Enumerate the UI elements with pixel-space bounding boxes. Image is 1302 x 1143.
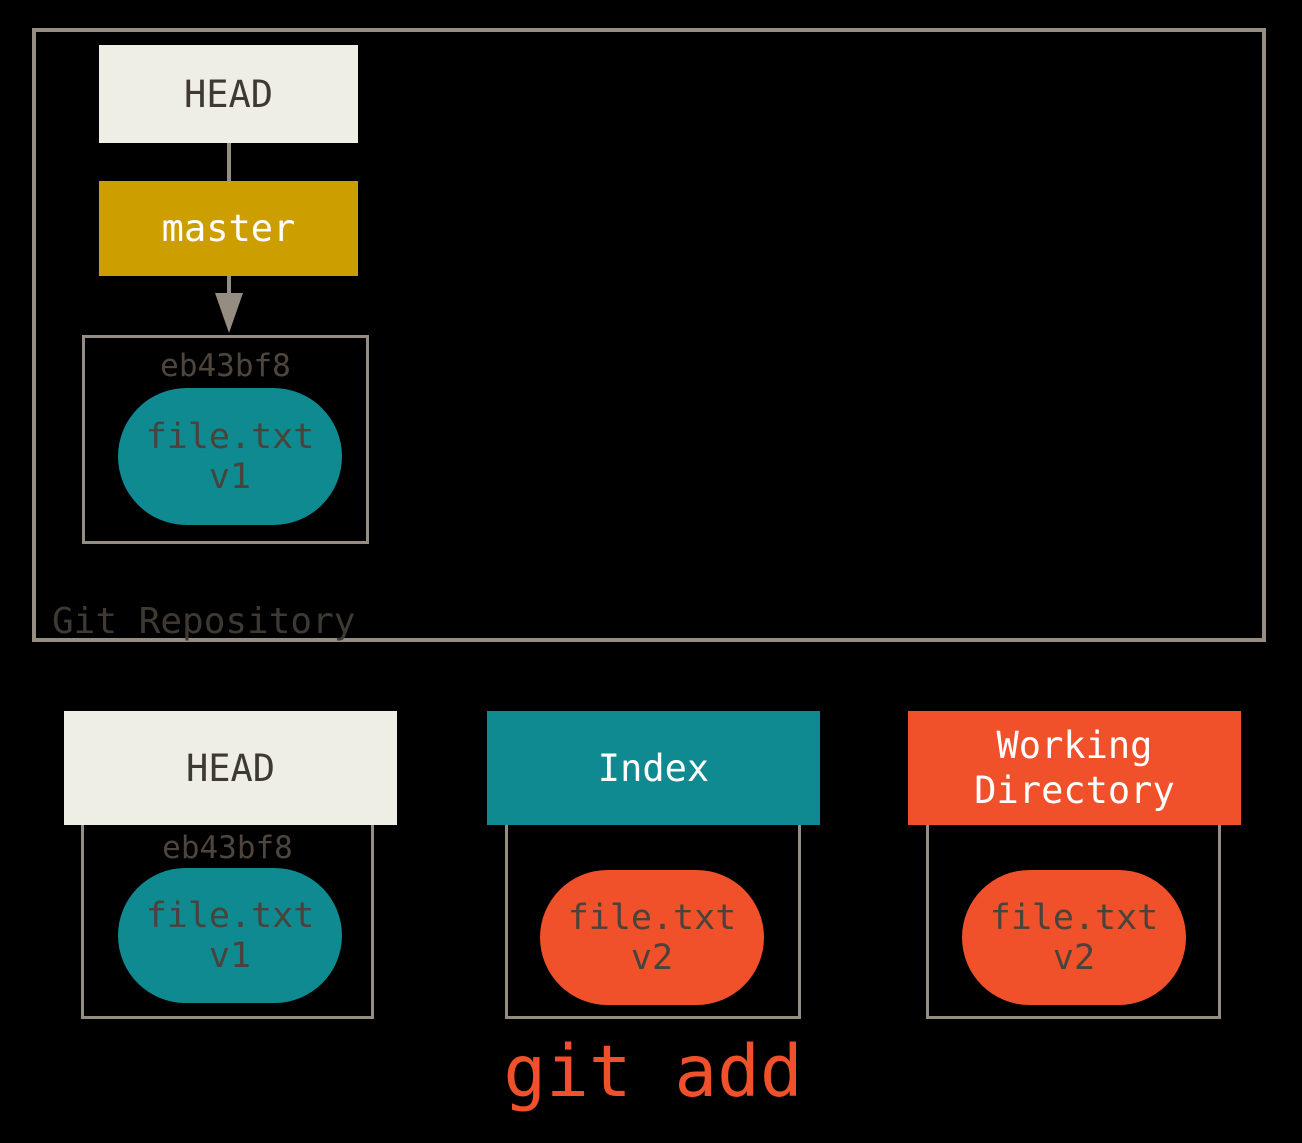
file-version: v2: [630, 937, 674, 978]
working-directory-area-title: Working Directory: [974, 724, 1175, 812]
file-name: file.txt: [567, 897, 737, 938]
git-add-command-label: git add: [503, 1030, 803, 1113]
arrow-down-icon: [215, 293, 243, 333]
working-directory-file-blob: file.txt v2: [962, 870, 1186, 1005]
file-version: v1: [208, 456, 252, 497]
file-blob-v1: file.txt v1: [118, 388, 342, 525]
git-repository-label: Git Repository: [52, 601, 356, 642]
head-area-title: HEAD: [185, 746, 276, 790]
master-to-commit-connector: [227, 276, 231, 302]
head-ref-box: HEAD: [99, 45, 358, 143]
head-area-box: eb43bf8 file.txt v1: [81, 822, 374, 1019]
head-area-header: HEAD: [64, 711, 397, 825]
head-to-master-connector: [227, 143, 231, 181]
file-version: v1: [208, 935, 252, 976]
file-name: file.txt: [145, 416, 315, 457]
file-name: file.txt: [989, 897, 1159, 938]
commit-hash: eb43bf8: [160, 348, 291, 384]
head-ref-label: HEAD: [183, 72, 274, 116]
git-repository-box: HEAD master eb43bf8 file.txt v1 Git Repo…: [32, 28, 1266, 642]
master-branch-label: master: [161, 207, 296, 250]
master-branch-box: master: [99, 181, 358, 276]
index-area-file-blob: file.txt v2: [540, 870, 764, 1005]
head-area-file-blob: file.txt v1: [118, 868, 342, 1003]
file-version: v2: [1052, 937, 1096, 978]
commit-box: eb43bf8 file.txt v1: [82, 335, 369, 544]
index-area-box: file.txt v2: [505, 822, 801, 1019]
index-area-title: Index: [597, 746, 710, 790]
head-area-commit-hash: eb43bf8: [162, 830, 293, 866]
working-directory-area-box: file.txt v2: [926, 822, 1221, 1019]
index-area-header: Index: [487, 711, 820, 825]
working-directory-area-header: Working Directory: [908, 711, 1241, 825]
file-name: file.txt: [145, 895, 315, 936]
